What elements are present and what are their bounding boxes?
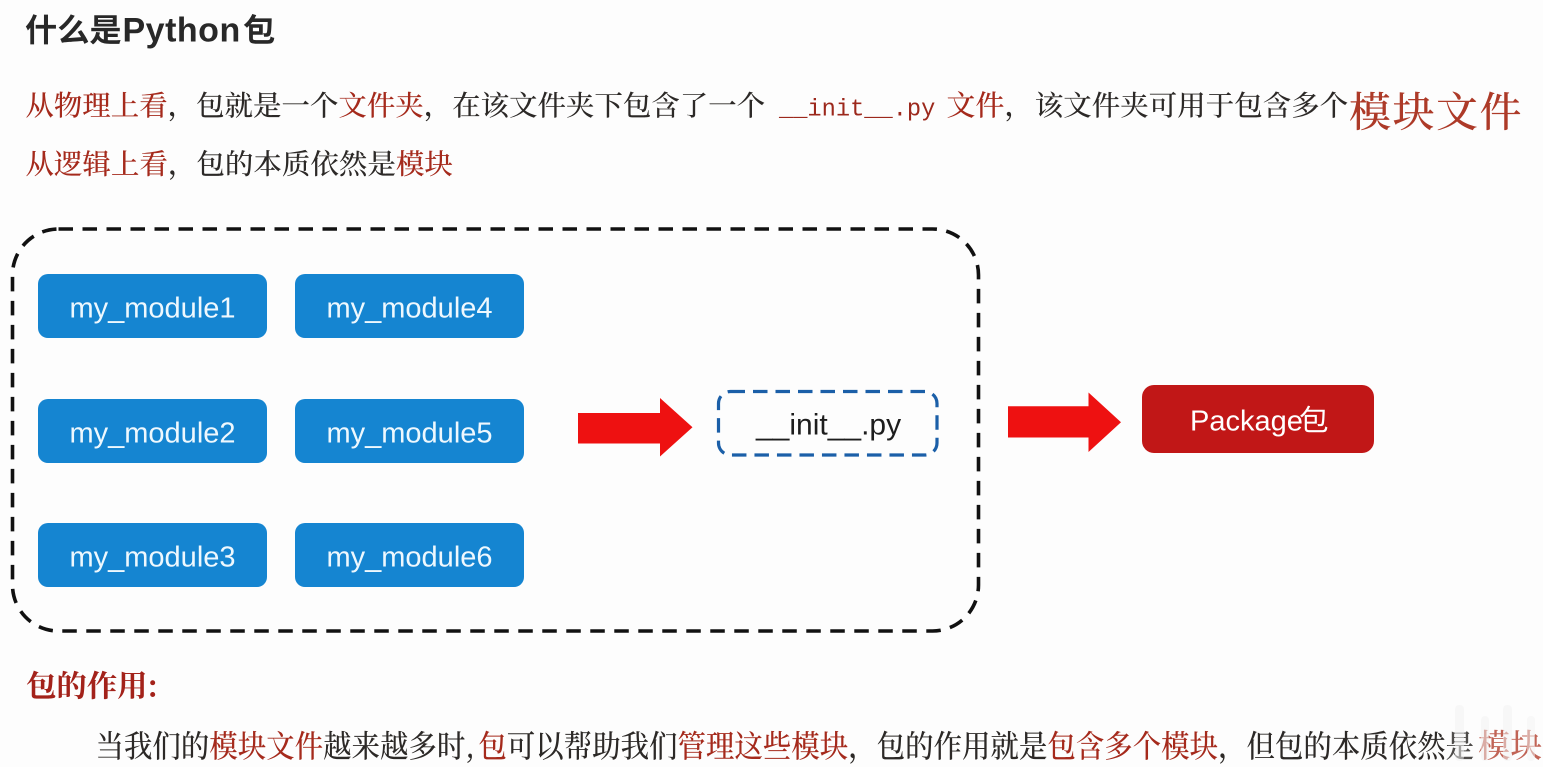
svg-text:Package: Package [1190,406,1303,438]
svg-text:my_module3: my_module3 [69,542,235,574]
svg-text:Python: Python [123,12,241,50]
svg-text:my_module5: my_module5 [326,418,492,450]
svg-text:my_module1: my_module1 [69,293,235,325]
svg-text:my_module2: my_module2 [69,418,235,450]
svg-text:my_module4: my_module4 [326,293,492,325]
svg-text:my_module6: my_module6 [326,542,492,574]
svg-text:__init__.py: __init__.py [755,409,901,442]
svg-text:__init__.py: __init__.py [778,97,935,124]
